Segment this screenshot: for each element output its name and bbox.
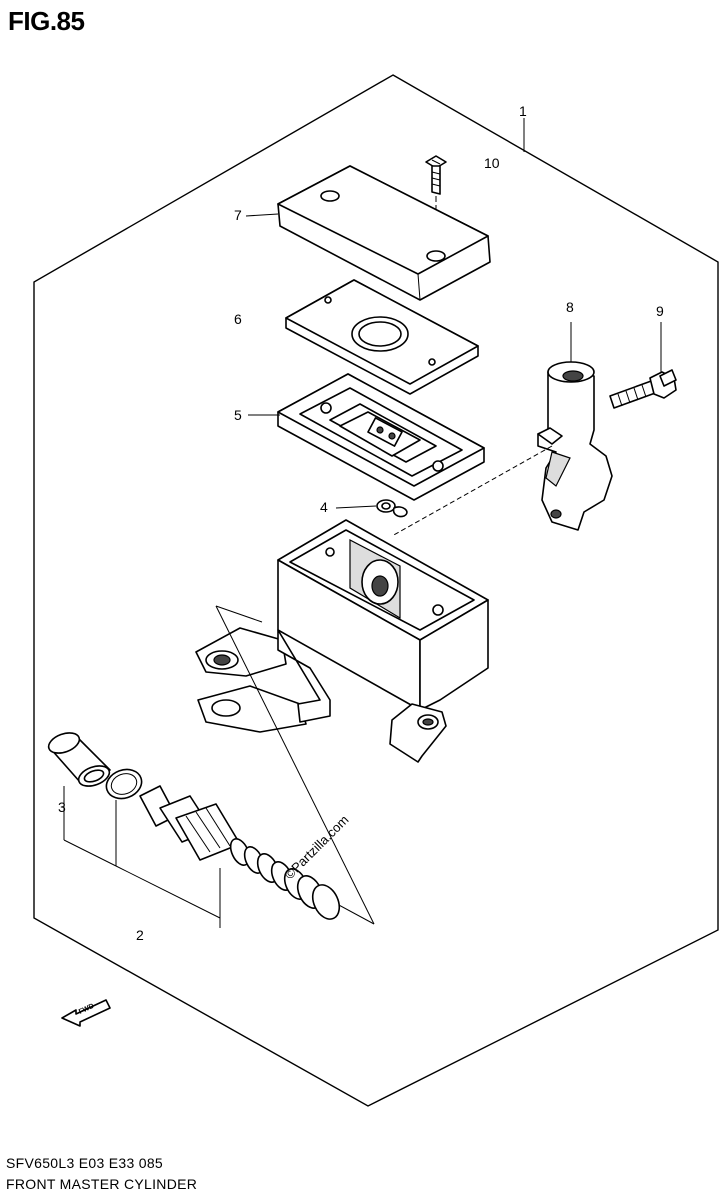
callout-3: 3	[58, 799, 66, 815]
part-5-diaphragm	[248, 373, 485, 501]
callout-1: 1	[519, 103, 527, 119]
part-10-screw	[425, 155, 447, 250]
part-9-bolt	[609, 322, 677, 409]
master-cylinder-body	[195, 519, 489, 925]
part-8-clamp	[537, 322, 613, 531]
callout-4: 4	[320, 499, 328, 515]
watermark: ©Partzilla.com	[282, 812, 352, 882]
part-3-piston-kit	[47, 732, 341, 920]
figure-title: FIG.85	[8, 6, 85, 36]
callout-8: 8	[566, 299, 574, 315]
part-name: FRONT MASTER CYLINDER	[6, 1176, 198, 1192]
callout-2: 2	[136, 927, 144, 943]
part-4-boot	[335, 499, 408, 518]
callout-7: 7	[234, 207, 242, 223]
model-code: SFV650L3 E03 E33 085	[6, 1155, 164, 1171]
part-6-plate	[285, 279, 479, 395]
callout-10: 10	[484, 155, 500, 171]
callout-brackets	[63, 786, 221, 928]
callout-5: 5	[234, 407, 242, 423]
assembly-boundary	[33, 74, 719, 1107]
fwd-arrow-icon: FWD	[61, 999, 111, 1027]
callout-6: 6	[234, 311, 242, 327]
callout-9: 9	[656, 303, 664, 319]
part-7-cap	[245, 165, 491, 301]
